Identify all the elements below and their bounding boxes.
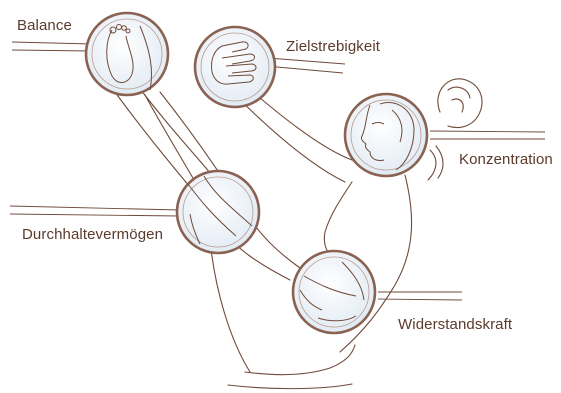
label-zielstrebigkeit: Zielstrebigkeit — [286, 38, 381, 55]
lens-balance — [84, 11, 170, 97]
leader-lines — [9, 41, 546, 301]
lens-konzentration — [343, 92, 429, 178]
label-konzentration: Konzentration — [459, 151, 553, 168]
lens-durchhaltevermoegen — [175, 169, 261, 255]
label-durchhaltevermoegen: Durchhaltevermögen — [22, 226, 164, 243]
leg-icon — [187, 175, 253, 245]
lens-zielstrebigkeit — [193, 25, 277, 109]
label-balance: Balance — [17, 17, 72, 34]
label-widerstandskraft: Widerstandskraft — [398, 316, 513, 333]
foot-icon — [106, 24, 153, 91]
hand-icon — [211, 41, 257, 85]
face-icon — [361, 102, 415, 171]
core-icon — [299, 261, 365, 322]
lens-widerstandskraft — [291, 249, 377, 335]
